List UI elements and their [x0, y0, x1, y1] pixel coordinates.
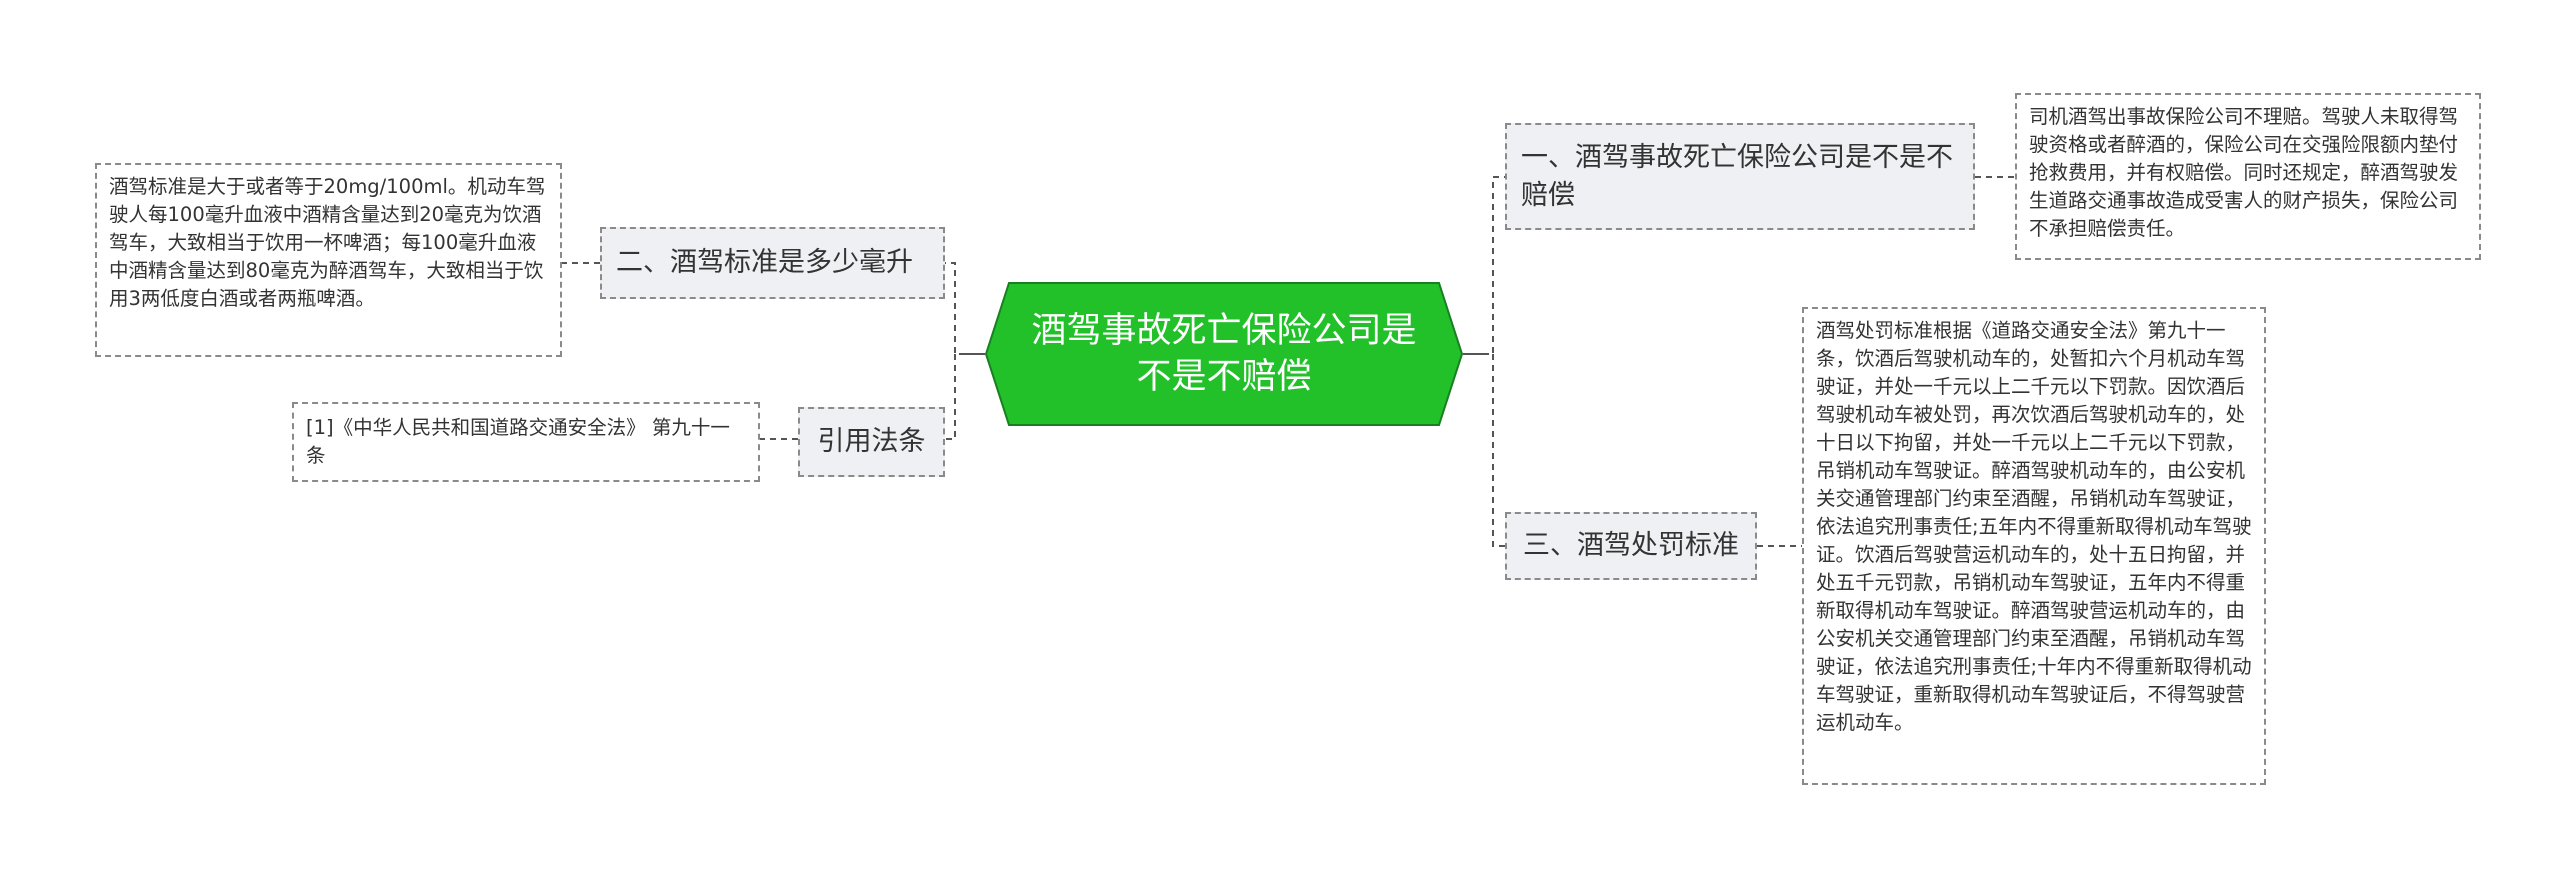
topic-label: 二、酒驾标准是多少毫升: [616, 247, 913, 278]
topic-cited-law[interactable]: 引用法条: [798, 407, 945, 477]
topic-label: 一、酒驾事故死亡保险公司是不是不赔偿: [1521, 141, 1953, 211]
topic-label: 引用法条: [817, 426, 926, 457]
leaf-text: 酒驾标准是大于或者等于20mg/100ml。机动车驾驶人每100毫升血液中酒精含…: [109, 175, 546, 310]
leaf-drunk-driving-penalty-detail[interactable]: 酒驾处罚标准根据《道路交通安全法》第九十一条，饮酒后驾驶机动车的，处暂扣六个月机…: [1802, 307, 2266, 785]
leaf-text: 酒驾处罚标准根据《道路交通安全法》第九十一条，饮酒后驾驶机动车的，处暂扣六个月机…: [1816, 319, 2252, 734]
hexagon-shape: [985, 282, 1463, 426]
topic-drunk-driving-standard[interactable]: 二、酒驾标准是多少毫升: [600, 227, 945, 299]
leaf-drunk-driving-standard-detail[interactable]: 酒驾标准是大于或者等于20mg/100ml。机动车驾驶人每100毫升血液中酒精含…: [95, 163, 562, 357]
central-topic[interactable]: 酒驾事故死亡保险公司是不是不赔偿: [985, 282, 1463, 426]
topic-drunk-driving-penalty[interactable]: 三、酒驾处罚标准: [1505, 512, 1757, 580]
topic-label: 三、酒驾处罚标准: [1523, 530, 1739, 561]
central-topic-label: 酒驾事故死亡保险公司是不是不赔偿: [1031, 311, 1417, 397]
leaf-text: [1]《中华人民共和国道路交通安全法》 第九十一条: [306, 416, 730, 467]
leaf-text: 司机酒驾出事故保险公司不理赔。驾驶人未取得驾驶资格或者醉酒的，保险公司在交强险限…: [2029, 105, 2459, 240]
topic-insurance-compensation[interactable]: 一、酒驾事故死亡保险公司是不是不赔偿: [1505, 123, 1975, 230]
leaf-cited-law-detail[interactable]: [1]《中华人民共和国道路交通安全法》 第九十一条: [292, 402, 760, 482]
leaf-insurance-compensation-detail[interactable]: 司机酒驾出事故保险公司不理赔。驾驶人未取得驾驶资格或者醉酒的，保险公司在交强险限…: [2015, 93, 2481, 260]
